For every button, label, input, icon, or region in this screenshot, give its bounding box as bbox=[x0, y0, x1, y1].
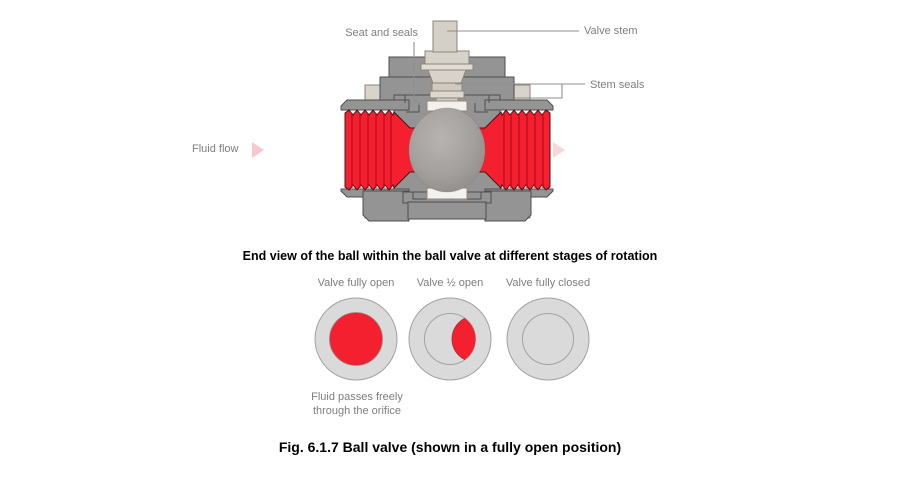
pipe-threads-right bbox=[478, 109, 551, 191]
valve-cross-section bbox=[252, 20, 585, 222]
cap-strip-top-right bbox=[484, 99, 554, 111]
stem-taper bbox=[427, 69, 467, 84]
section-heading: End view of the ball within the ball val… bbox=[242, 249, 658, 263]
seat-and-seals-label: Seat and seals bbox=[345, 27, 418, 39]
stage-label-fully-open: Valve fully open bbox=[317, 277, 395, 289]
bottom-flange-left bbox=[362, 190, 410, 222]
ball bbox=[408, 107, 486, 193]
stem-shaft bbox=[432, 20, 458, 53]
orifice-open bbox=[329, 312, 383, 366]
flow-note-line1: Fluid passes freely bbox=[311, 391, 403, 403]
fluid-flow-label: Fluid flow bbox=[192, 143, 239, 155]
stem-plate bbox=[420, 63, 474, 71]
fluid-path bbox=[344, 109, 551, 191]
end-view-half-open bbox=[408, 297, 492, 381]
cap-strip-top-left bbox=[340, 99, 410, 111]
leader-lines bbox=[413, 30, 585, 106]
valve-stem-label: Valve stem bbox=[584, 25, 638, 37]
bottom-bar bbox=[407, 201, 487, 220]
flow-arrow-left bbox=[252, 142, 264, 158]
flow-note: Fluid passes freely through the orifice bbox=[297, 390, 417, 418]
thread-grooves bbox=[351, 113, 392, 188]
stage-label-fully-closed: Valve fully closed bbox=[505, 277, 591, 289]
stem-seal-lower bbox=[429, 90, 465, 99]
orifice-closed bbox=[522, 313, 574, 365]
end-view-fully-closed bbox=[506, 297, 590, 381]
flow-note-line2: through the orifice bbox=[312, 405, 402, 417]
end-view-stages bbox=[314, 297, 590, 381]
bottom-flange-right bbox=[484, 190, 532, 222]
valve-stem-assembly bbox=[420, 20, 474, 108]
stem-seals-label: Stem seals bbox=[590, 79, 645, 91]
end-view-fully-open bbox=[314, 297, 398, 381]
leader-stem-seals-bracket bbox=[514, 84, 563, 99]
leader-seat-and-seals bbox=[413, 42, 421, 106]
flow-arrow-right bbox=[553, 142, 565, 158]
figure-caption: Fig. 6.1.7 Ball valve (shown in a fully … bbox=[278, 439, 622, 455]
stage-label-half-open: Valve ½ open bbox=[416, 277, 484, 289]
